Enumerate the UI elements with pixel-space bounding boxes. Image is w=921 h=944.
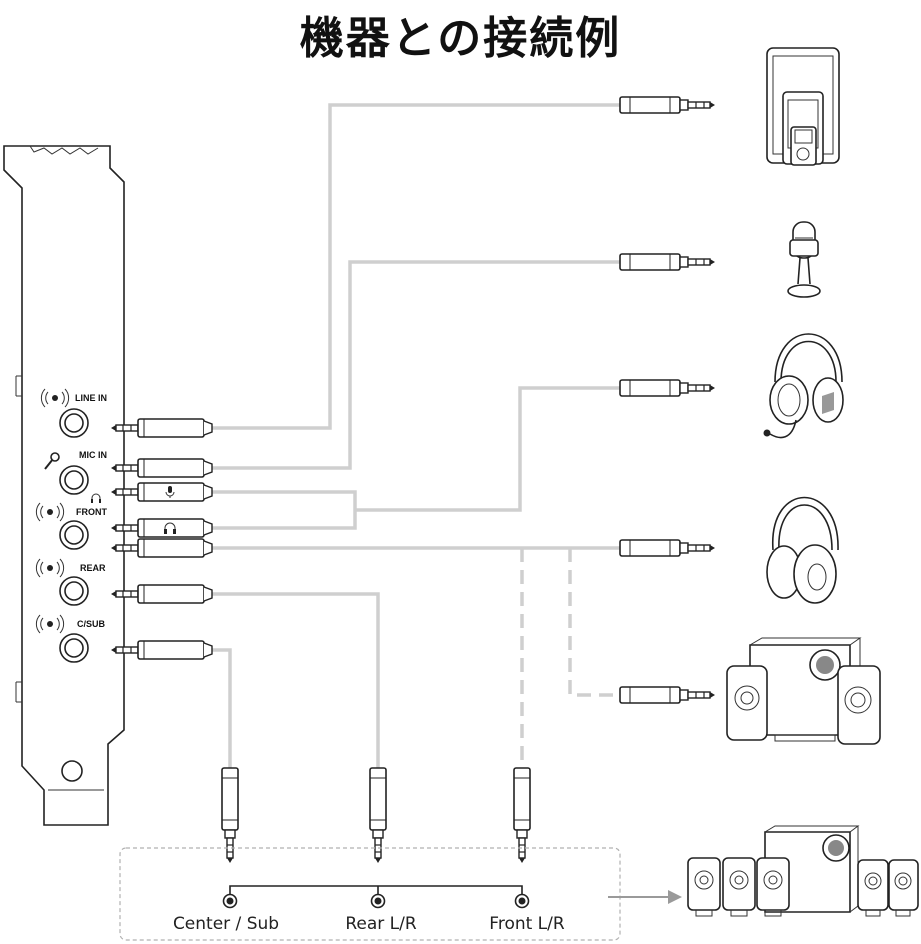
port-front: FRONT xyxy=(35,493,107,550)
output-label-rear: Rear L/R xyxy=(345,914,417,934)
arrow-right-icon xyxy=(608,890,682,904)
tablet-and-music-player-icon xyxy=(766,47,840,166)
gaming-headset-icon xyxy=(763,333,844,439)
port-label: C/SUB xyxy=(77,619,106,629)
port-label: REAR xyxy=(80,563,106,573)
plug-rear xyxy=(110,584,213,604)
speaker-out-icon xyxy=(35,614,65,634)
5-1-surround-speaker-system-icon xyxy=(687,825,919,917)
mic-icon xyxy=(44,452,60,470)
cables xyxy=(207,103,620,770)
port-label: MIC IN xyxy=(79,450,107,460)
device-plugs xyxy=(619,96,716,704)
headphones-icon xyxy=(766,496,839,604)
output-label-front: Front L/R xyxy=(489,914,565,934)
port-line-in: LINE IN xyxy=(40,388,107,438)
plug-c-sub xyxy=(110,640,213,660)
output-jack-rear xyxy=(370,893,386,909)
port-label: FRONT xyxy=(76,507,107,517)
port-label: LINE IN xyxy=(75,393,107,403)
port-c-sub: C/SUB xyxy=(35,614,106,663)
output-plugs xyxy=(221,767,531,864)
usb-microphone-icon xyxy=(787,221,821,298)
plug-front xyxy=(110,538,213,558)
headphone-icon xyxy=(91,493,101,503)
headphone-icon xyxy=(164,522,176,534)
2-1-speaker-system-icon xyxy=(726,637,881,745)
port-rear: REAR xyxy=(35,558,106,606)
output-jack-center-sub xyxy=(222,893,238,909)
card-plugs xyxy=(110,418,213,660)
speaker-out-icon xyxy=(35,558,65,578)
output-jack-front xyxy=(514,893,530,909)
plug-mic-in xyxy=(110,458,213,478)
port-mic-in: MIC IN xyxy=(44,450,107,495)
plug-split-mic xyxy=(110,482,213,502)
line-in-icon xyxy=(40,388,70,408)
mic-icon xyxy=(165,486,175,498)
surround-output-box: Center / Sub Rear L/R Front L/R xyxy=(119,847,621,941)
speaker-out-icon xyxy=(35,502,65,522)
plug-line-in xyxy=(110,418,213,438)
page-title: 機器との接続例 xyxy=(299,13,622,64)
plug-split-headphone xyxy=(110,518,213,538)
output-label-center-sub: Center / Sub xyxy=(173,914,279,934)
